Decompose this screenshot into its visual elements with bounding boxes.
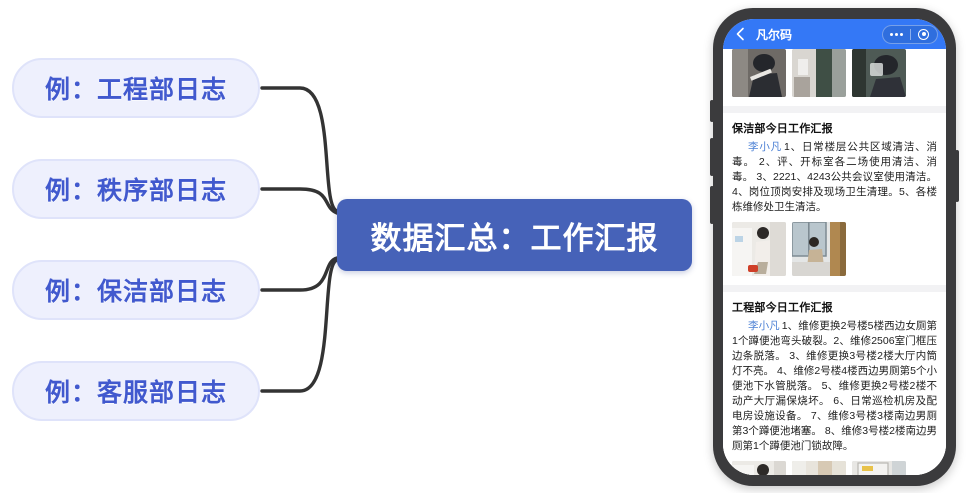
- photo-thumbnail[interactable]: [852, 49, 906, 97]
- feed-card-top-partial: [723, 49, 946, 106]
- mindmap-leaf-node-4[interactable]: 例：客服部日志: [12, 361, 260, 421]
- mindmap-diagram: 例：工程部日志 例：秩序部日志 例：保洁部日志 例：客服部日志 数据汇总：工作汇…: [12, 58, 692, 421]
- photo-row: [732, 49, 937, 97]
- card-title: 工程部今日工作汇报: [732, 302, 833, 314]
- card-text: 1、维修更换2号楼5楼西边女厕第1个蹲便池弯头破裂。2、维修2506室门框压边条…: [732, 320, 937, 452]
- photo-thumbnail[interactable]: [732, 49, 786, 97]
- photo-thumbnail[interactable]: [732, 222, 786, 276]
- connector-line-4: [260, 258, 339, 393]
- phone-power-button[interactable]: [955, 150, 959, 202]
- mindmap-leaf-label: 例：秩序部日志: [44, 177, 227, 205]
- card-author[interactable]: 李小凡: [748, 320, 780, 332]
- card-title: 保洁部今日工作汇报: [732, 123, 833, 135]
- connector-line-3: [260, 256, 339, 292]
- photo-thumbnail[interactable]: [792, 461, 846, 475]
- photo-thumbnail[interactable]: [792, 49, 846, 97]
- app-title: 凡尔码: [756, 27, 793, 42]
- target-circle-icon[interactable]: [911, 28, 938, 40]
- phone-mute-switch[interactable]: [710, 100, 714, 122]
- photo-row: [732, 222, 937, 276]
- card-author[interactable]: 李小凡: [748, 141, 782, 153]
- photo-thumbnail[interactable]: [792, 222, 846, 276]
- photo-row: [732, 461, 937, 475]
- chevron-left-icon[interactable]: [734, 27, 746, 41]
- mindmap-leaf-label: 例：保洁部日志: [44, 278, 227, 306]
- mindmap-leaf-label: 例：工程部日志: [44, 76, 227, 104]
- connector-line-2: [260, 187, 339, 215]
- capsule-divider: [909, 28, 911, 40]
- phone-screen: 凡尔码: [723, 19, 946, 475]
- miniprogram-capsule[interactable]: [882, 24, 938, 44]
- mindmap-leaf-label: 例：客服部日志: [44, 379, 227, 407]
- photo-thumbnail[interactable]: [732, 461, 786, 475]
- card-text: 1、日常楼层公共区域清洁、消毒。 2、评、开标室各二场使用清洁、消毒。 3、22…: [732, 141, 937, 213]
- miniprogram-app-bar: 凡尔码: [723, 19, 946, 49]
- mindmap-center-label: 数据汇总：工作汇报: [370, 220, 659, 256]
- mindmap-leaf-node-1[interactable]: 例：工程部日志: [12, 58, 260, 118]
- more-dots-icon[interactable]: [883, 32, 910, 36]
- phone-volume-down-button[interactable]: [710, 186, 714, 224]
- phone-volume-up-button[interactable]: [710, 138, 714, 176]
- phone-mockup: 凡尔码: [710, 8, 959, 486]
- mindmap-center-node[interactable]: 数据汇总：工作汇报: [337, 199, 692, 271]
- photo-thumbnail[interactable]: [852, 461, 906, 475]
- connector-line-1: [260, 86, 339, 213]
- mindmap-leaf-node-3[interactable]: 例：保洁部日志: [12, 260, 260, 320]
- mindmap-leaf-node-2[interactable]: 例：秩序部日志: [12, 159, 260, 219]
